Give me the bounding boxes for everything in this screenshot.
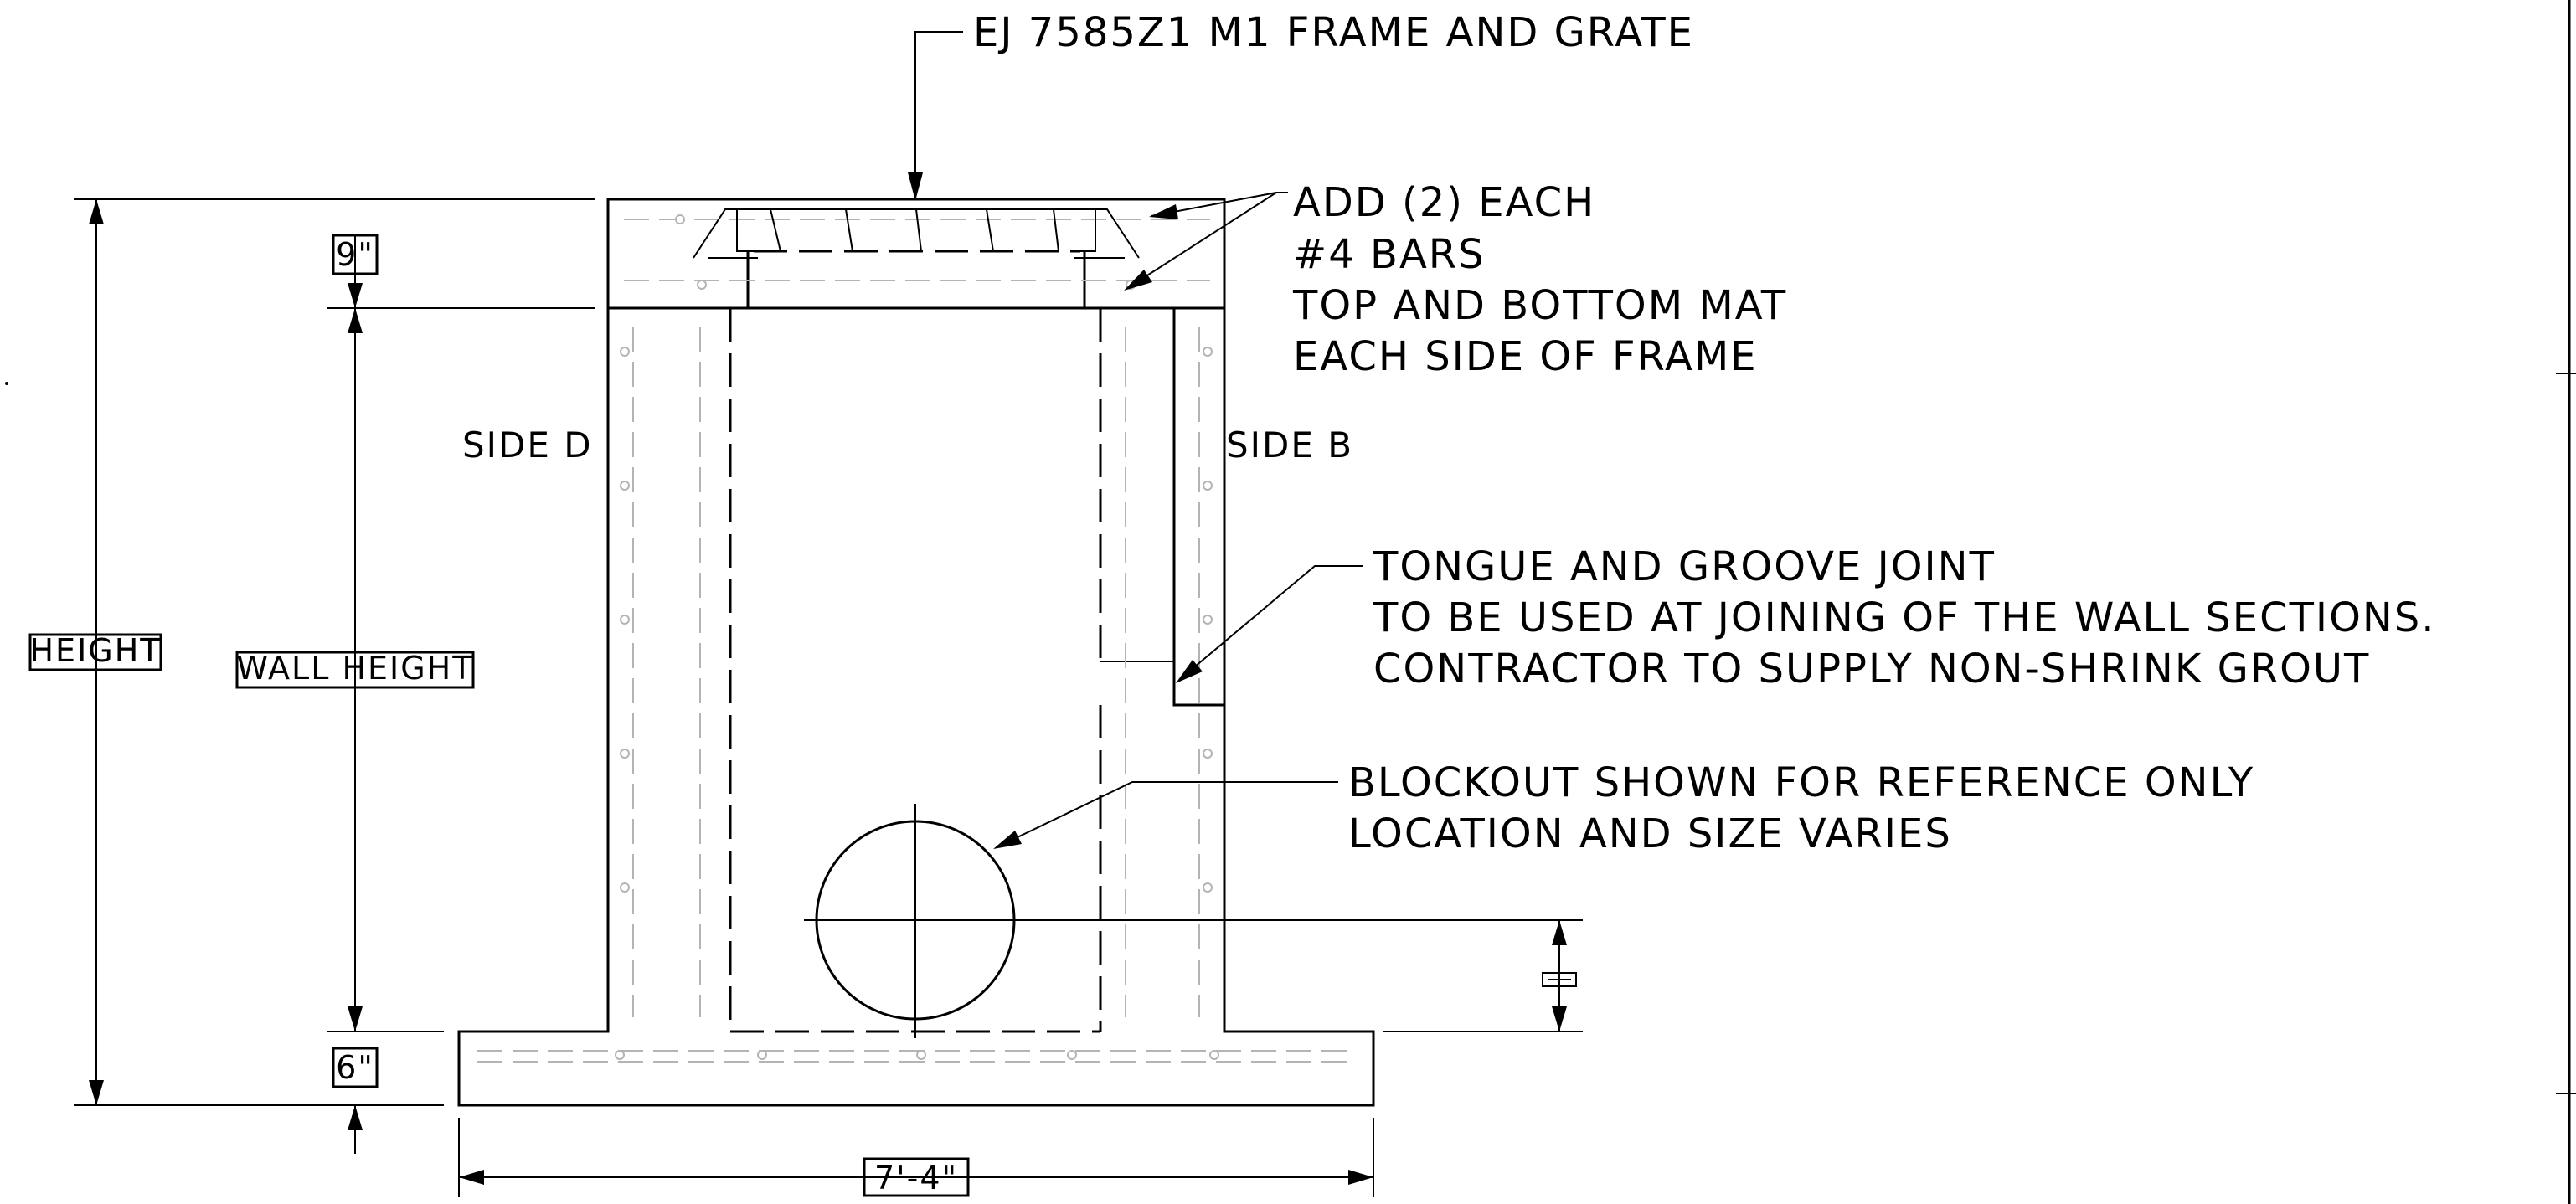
bars-note-line-2: #4 BARS xyxy=(1293,231,1486,278)
frame-grate-label: EJ 7585Z1 M1 FRAME AND GRATE xyxy=(973,9,1694,56)
stray-dot xyxy=(5,382,8,385)
base-slab-label: 6" xyxy=(336,1049,374,1086)
frame-grate-callout: EJ 7585Z1 M1 FRAME AND GRATE xyxy=(908,9,1694,201)
wall-height-dimension: WALL HEIGHT xyxy=(235,307,595,1032)
frame-and-grate xyxy=(693,208,1140,259)
bars-callout: ADD (2) EACH #4 BARS TOP AND BOTTOM MAT … xyxy=(1124,179,1787,380)
wall-height-label: WALL HEIGHT xyxy=(237,650,474,687)
base-slab-dimension: 6" xyxy=(332,1047,379,1154)
joint-callout: TONGUE AND GROOVE JOINT TO BE USED AT JO… xyxy=(1176,543,2436,692)
side-d-label: SIDE D xyxy=(462,424,593,466)
base-width-dimension: 7'-4" xyxy=(458,1118,1374,1197)
blockout-callout: BLOCKOUT SHOWN FOR REFERENCE ONLY LOCATI… xyxy=(993,759,2254,857)
side-b-label: SIDE B xyxy=(1226,424,1353,466)
bars-note-line-1: ADD (2) EACH xyxy=(1293,179,1595,226)
blockout-circle xyxy=(804,804,1583,1038)
bars-note-line-4: EACH SIDE OF FRAME xyxy=(1293,333,1758,380)
joint-note-line-3: CONTRACTOR TO SUPPLY NON-SHRINK GROUT xyxy=(1373,646,2370,692)
top-slab-dimension: 9" xyxy=(332,234,379,308)
base-width-label: 7'-4" xyxy=(874,1160,958,1196)
title-block-edge xyxy=(2556,0,2576,1204)
joint-note-line-2: TO BE USED AT JOINING OF THE WALL SECTIO… xyxy=(1373,594,2436,641)
bars-note-line-3: TOP AND BOTTOM MAT xyxy=(1292,282,1787,329)
height-label: HEIGHT xyxy=(29,632,161,669)
top-slab-label: 9" xyxy=(336,236,374,273)
blockout-note-line-1: BLOCKOUT SHOWN FOR REFERENCE ONLY xyxy=(1348,759,2254,806)
inner-hidden-walls xyxy=(729,308,1175,1033)
height-dimension: HEIGHT xyxy=(28,198,595,1106)
joint-note-line-1: TONGUE AND GROOVE JOINT xyxy=(1373,543,1996,590)
walls-and-base xyxy=(457,308,1375,1107)
blockout-note-line-2: LOCATION AND SIZE VARIES xyxy=(1348,810,1952,857)
invert-dimension xyxy=(1383,920,1583,1032)
